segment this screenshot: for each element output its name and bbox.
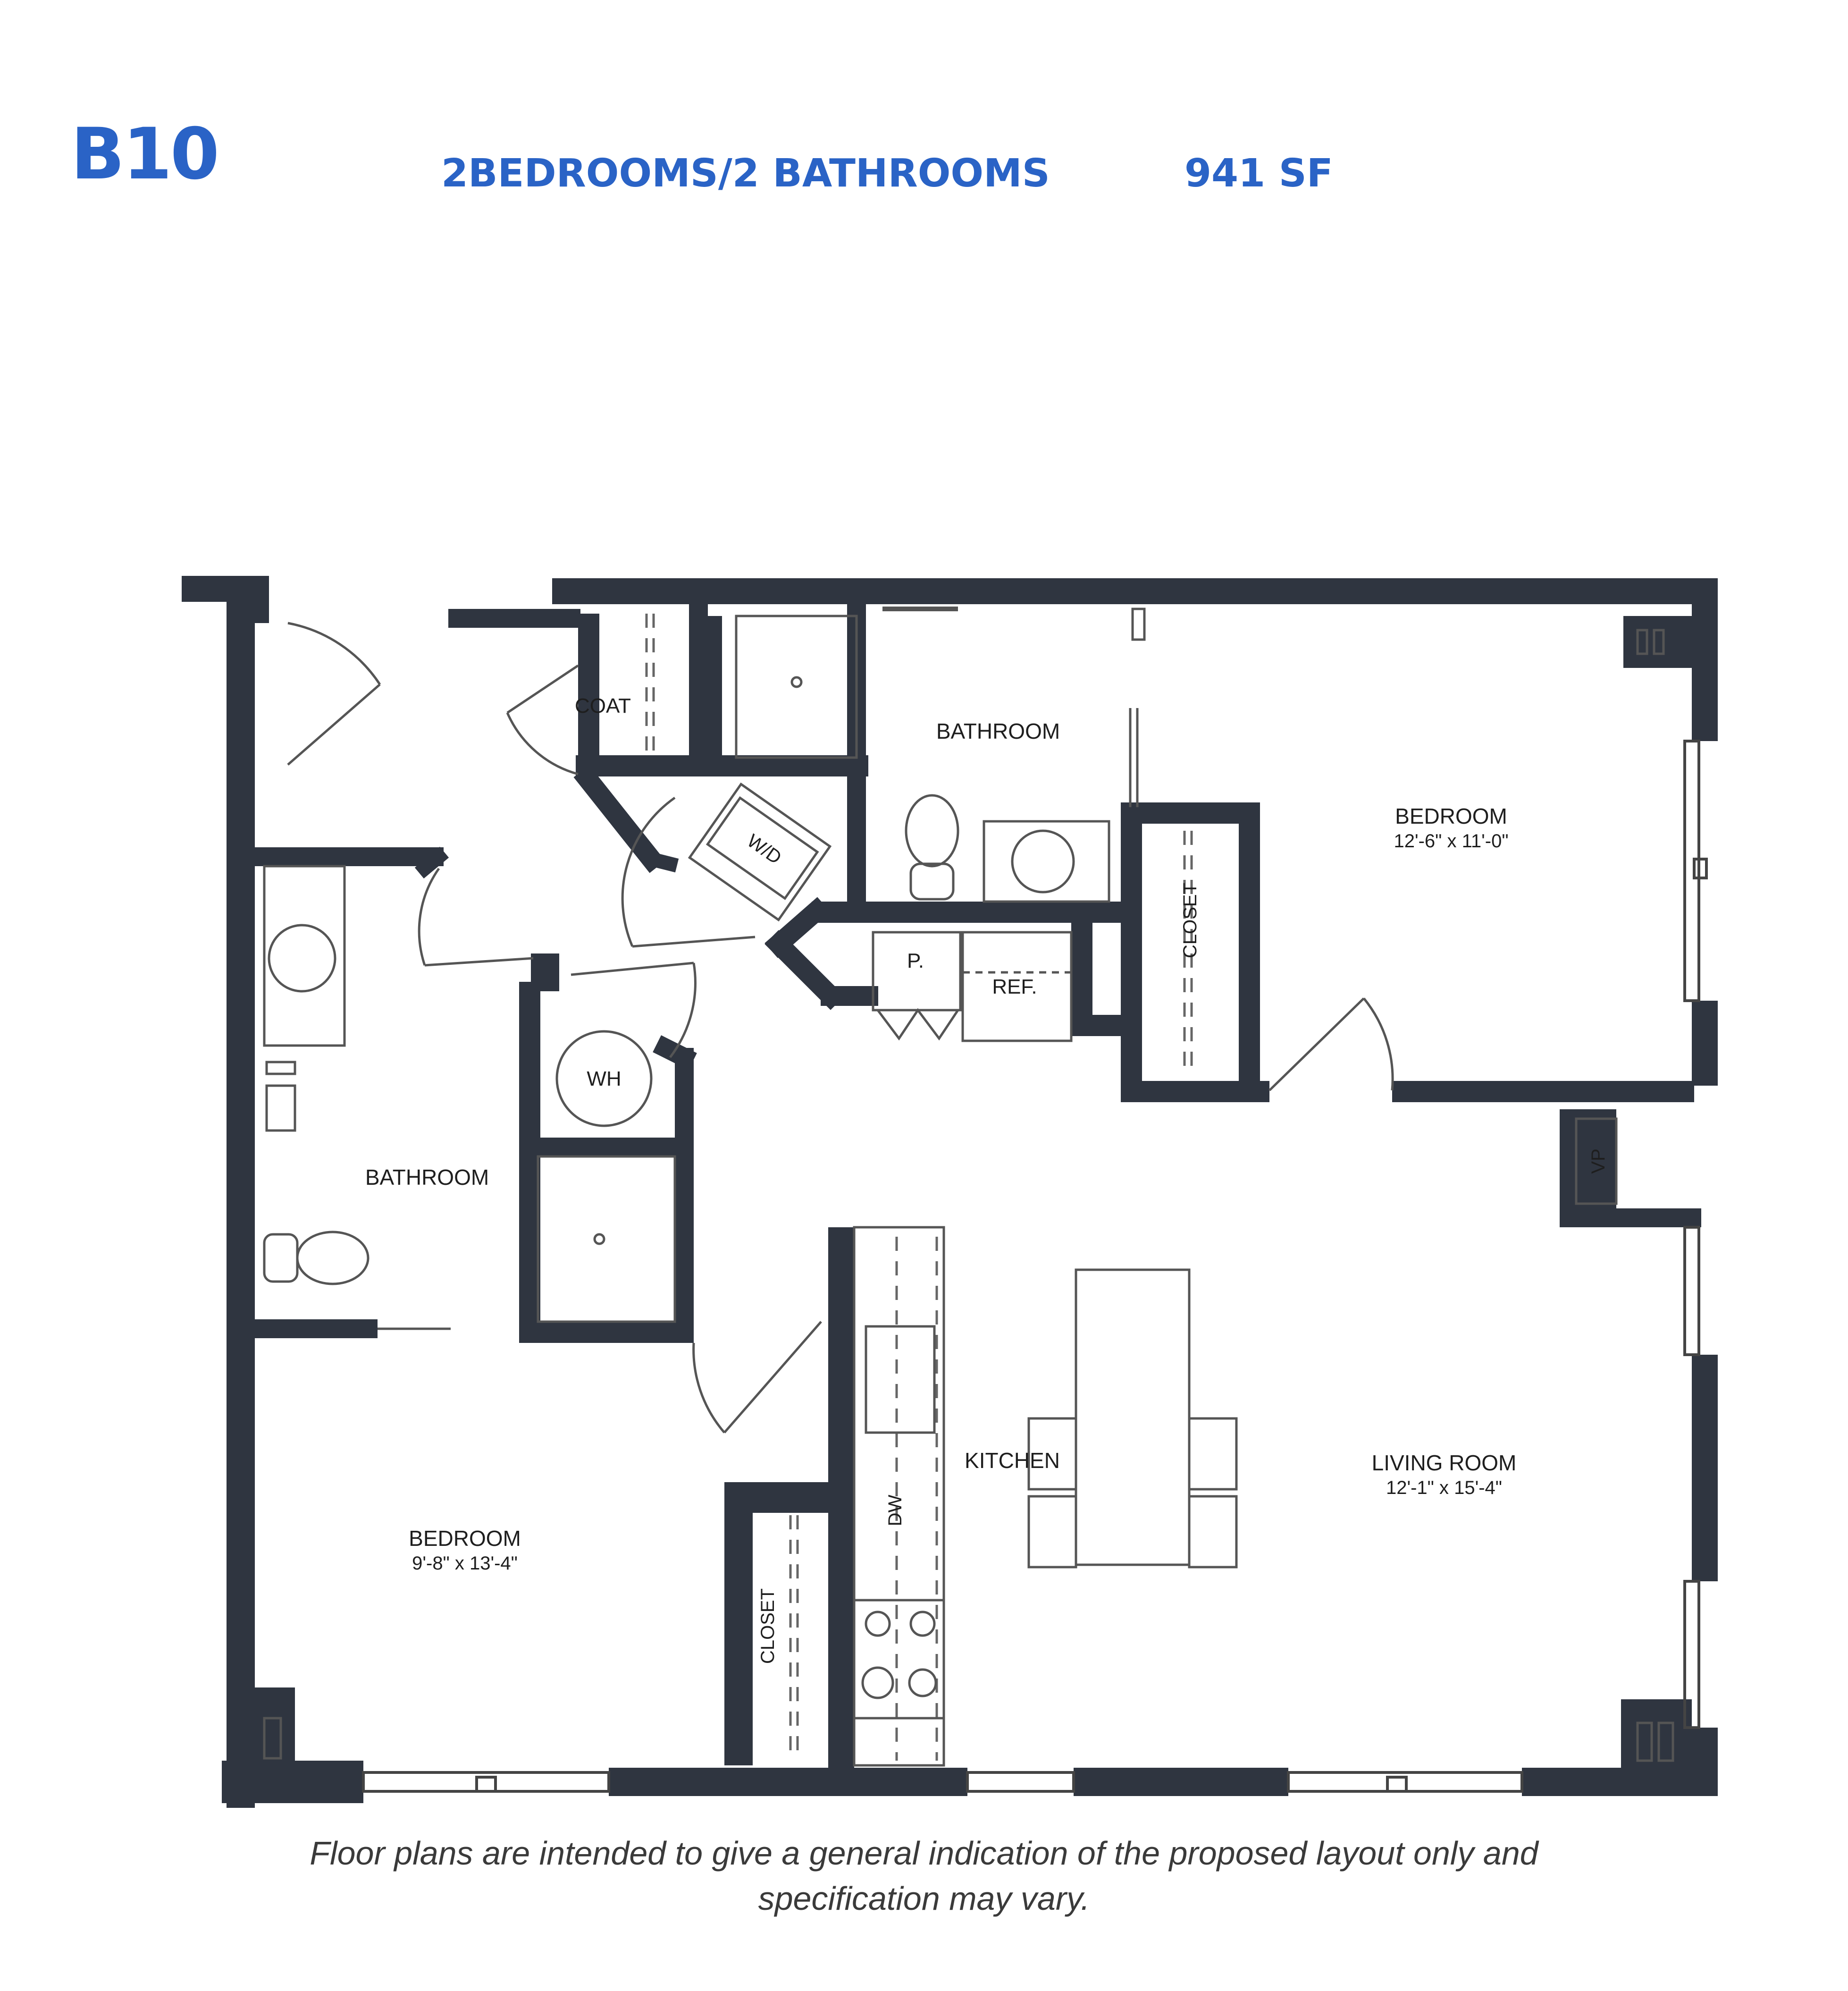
label-bedroom-right-dims: 12'-6" x 11'-0" bbox=[1394, 831, 1508, 852]
room-labels: COAT BATHROOM W/D BEDROOM 12'-6" x 11'-0… bbox=[365, 694, 1609, 1664]
shower-left bbox=[537, 1155, 676, 1323]
toilet-left bbox=[296, 1231, 370, 1285]
unit-code: B10 bbox=[71, 113, 219, 195]
disclaimer-line-1: Floor plans are intended to give a gener… bbox=[310, 1835, 1538, 1872]
label-pantry: P. bbox=[907, 949, 924, 972]
vp-cabinet bbox=[1575, 1117, 1618, 1205]
fixtures bbox=[263, 607, 1674, 1767]
refrigerator bbox=[961, 931, 1073, 1042]
drain-top bbox=[790, 676, 803, 688]
water-heater bbox=[555, 1030, 653, 1127]
label-closet-left: CLOSET bbox=[757, 1588, 778, 1664]
label-coat: COAT bbox=[575, 694, 631, 717]
label-closet-right: CLOSET bbox=[1180, 883, 1201, 958]
unit-area: 941 SF bbox=[1184, 151, 1333, 196]
label-living-room: LIVING ROOM bbox=[1372, 1451, 1517, 1475]
bed-bath-summary: 2BEDROOMS/2 BATHROOMS bbox=[441, 151, 1050, 196]
toilet-top bbox=[905, 794, 959, 868]
kitchen-sink bbox=[865, 1325, 936, 1434]
washer-dryer bbox=[688, 782, 832, 922]
vanity-left bbox=[263, 865, 346, 1047]
label-bedroom-left-dims: 9'-8" x 13'-4" bbox=[412, 1553, 518, 1574]
label-bedroom-right: BEDROOM bbox=[1395, 804, 1507, 828]
label-wh: WH bbox=[587, 1067, 621, 1090]
kitchen-counter bbox=[853, 1226, 945, 1767]
label-bathroom-left: BATHROOM bbox=[365, 1165, 489, 1190]
cooktop bbox=[853, 1599, 945, 1720]
shower-top bbox=[735, 615, 858, 759]
kitchen-island bbox=[1075, 1268, 1191, 1566]
label-living-room-dims: 12'-1" x 15'-4" bbox=[1386, 1477, 1502, 1498]
label-kitchen: KITCHEN bbox=[965, 1448, 1060, 1473]
label-wd: W/D bbox=[743, 830, 785, 869]
label-dw: DW bbox=[885, 1494, 906, 1526]
angled-walls bbox=[414, 765, 878, 1070]
label-bedroom-left: BEDROOM bbox=[409, 1526, 521, 1551]
exterior-walls bbox=[182, 576, 1718, 1808]
closet-shelving bbox=[645, 614, 1193, 1761]
interior-walls bbox=[241, 604, 1694, 1796]
vanity-top bbox=[983, 820, 1110, 903]
label-bathroom-top: BATHROOM bbox=[936, 719, 1060, 743]
label-vp: VP bbox=[1588, 1148, 1609, 1173]
windows bbox=[362, 740, 1708, 1793]
label-ref: REF. bbox=[992, 975, 1037, 998]
disclaimer-caption: Floor plans are intended to give a gener… bbox=[0, 1831, 1848, 1921]
disclaimer-line-2: specification may vary. bbox=[758, 1880, 1090, 1917]
doors bbox=[287, 622, 1394, 1434]
